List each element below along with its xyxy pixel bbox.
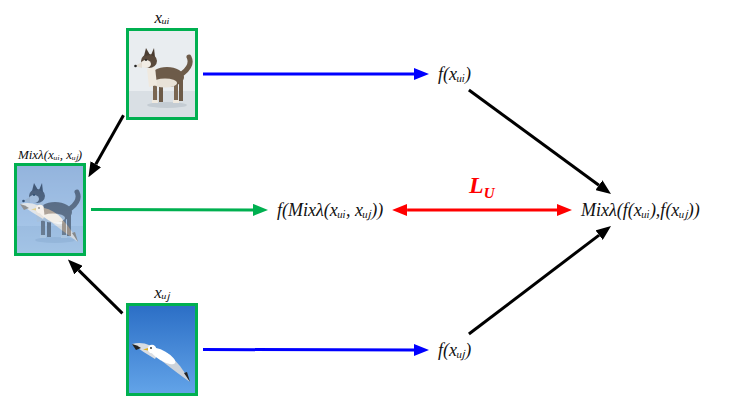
mix-arrow [469,235,599,334]
image-box: xᵤᵢ [126,28,198,120]
formula-text: f(xᵤᵢ) [438,63,471,85]
gull-photo [129,306,195,393]
formula-text: f(Mixλ(xᵤᵢ, xᵤⱼ)) [277,199,383,221]
loss-arrow [407,209,557,212]
image-label: Mixλ(xᵤᵢ, xᵤⱼ) [18,147,82,163]
feature-text: f(xᵤᵢ) [434,61,475,87]
feature-text: f(Mixλ(xᵤᵢ, xᵤⱼ)) [273,197,387,223]
encoder-arrow [91,208,253,211]
feature-text: Mixλ(f(xᵤᵢ),f(xᵤⱼ)) [577,197,704,223]
image-box: xᵤⱼ [126,303,198,396]
mix-arrow [96,115,124,164]
image-label: xᵤᵢ [154,8,169,28]
loss-label: LU [469,172,495,206]
encoder-arrow [203,73,414,76]
husky-photo [129,31,195,118]
formula-text: f(xᵤⱼ) [438,339,471,361]
encoder-arrow [203,348,414,352]
image-label: xᵤⱼ [154,283,170,303]
mix-arrow [79,270,123,313]
formula-text: Mixλ(f(xᵤᵢ),f(xᵤⱼ)) [581,199,700,221]
feature-text: f(xᵤⱼ) [434,337,475,363]
mixed-photo [17,166,83,253]
image-box: Mixλ(xᵤᵢ, xᵤⱼ) [14,163,86,256]
mix-arrow [469,90,599,185]
